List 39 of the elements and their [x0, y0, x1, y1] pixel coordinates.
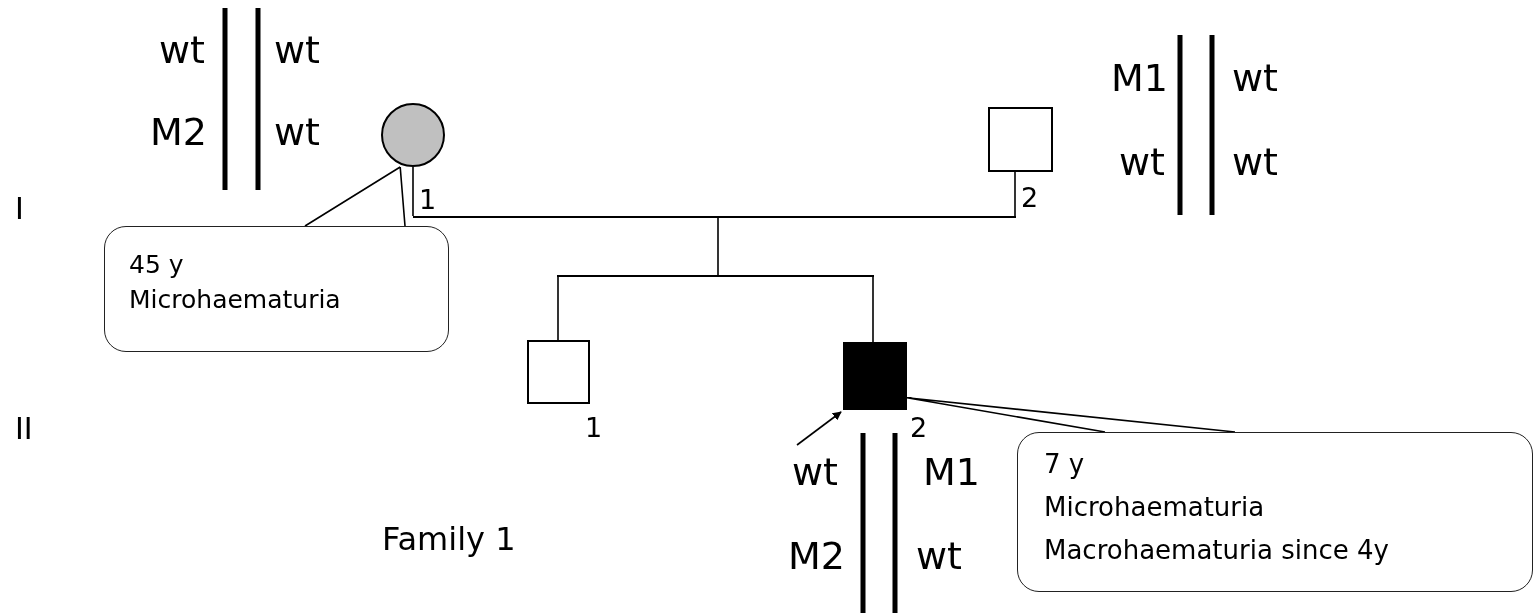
- individual-number: 1: [585, 413, 603, 443]
- note-text: 45 y: [129, 249, 185, 281]
- genotype-label: wt: [274, 30, 320, 72]
- pedigree-line: [717, 217, 719, 276]
- note-text: Microhaematuria: [129, 284, 342, 316]
- genotype-label: wt: [916, 536, 962, 578]
- note-text: Microhaematuria: [1044, 490, 1266, 524]
- note-text: Macrohaematuria since 4y: [1044, 533, 1390, 567]
- callout-pointer: [304, 166, 406, 227]
- note-text: 7 y: [1044, 448, 1086, 481]
- generation-label: I: [15, 192, 24, 225]
- genotype-label: M1: [923, 452, 980, 494]
- callout-box: [104, 226, 449, 352]
- female-symbol: [381, 103, 445, 167]
- family-caption: Family 1: [382, 522, 516, 558]
- individual-number: 2: [1021, 183, 1039, 213]
- pedigree-line: [413, 216, 1016, 218]
- genotype-label: wt: [159, 30, 205, 72]
- generation-label: II: [15, 412, 33, 445]
- individual-number: 1: [419, 185, 437, 215]
- genotype-label: M2: [788, 536, 845, 578]
- individual-number: 2: [910, 413, 928, 443]
- pedigree-line: [557, 275, 874, 277]
- male-symbol: [988, 107, 1053, 172]
- proband-arrow: [796, 411, 842, 446]
- callout-box: [1017, 432, 1533, 592]
- genotype-label: wt: [1119, 142, 1165, 184]
- genotype-label: wt: [792, 452, 838, 494]
- male-symbol: [843, 342, 907, 410]
- genotype-label: wt: [1232, 58, 1278, 100]
- pedigree-line: [557, 276, 559, 341]
- genotype-label: wt: [274, 112, 320, 154]
- male-symbol: [527, 340, 590, 404]
- genotype-label: M1: [1111, 58, 1168, 100]
- genotype-label: wt: [1232, 142, 1278, 184]
- pedigree-line: [412, 166, 414, 217]
- pedigree-line: [1014, 171, 1016, 217]
- genotype-label: M2: [150, 112, 207, 154]
- pedigree-line: [872, 276, 874, 343]
